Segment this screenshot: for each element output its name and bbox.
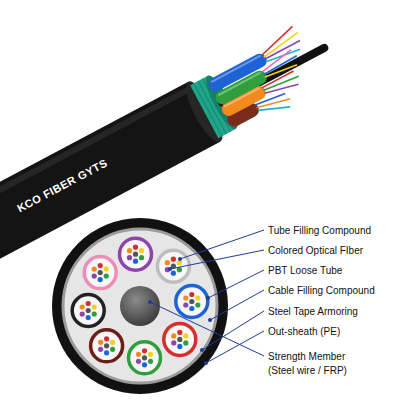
leader-dots <box>148 257 212 365</box>
cross-section <box>52 218 228 394</box>
loose-tube-section <box>91 330 123 362</box>
optical-fibers <box>231 25 327 121</box>
loose-tube-section <box>120 238 152 270</box>
callout-label: Strength Member (Steel wire / FRP) <box>268 350 363 378</box>
strength-member <box>120 286 160 326</box>
callout-label: Colored Optical FIber <box>268 244 363 258</box>
loose-tube-section <box>72 295 104 327</box>
callout-label: Tube Filling Compound <box>268 224 371 238</box>
loose-tube-section <box>164 323 196 355</box>
leader-lines <box>150 230 264 363</box>
out-sheath-ring <box>52 218 228 394</box>
callout-label: Steel Tape Armoring <box>268 305 358 319</box>
loose-tube-section <box>176 286 208 318</box>
callout-label: Cable Filling Compound <box>268 284 375 298</box>
callout-label: Out-sheath (PE) <box>268 325 340 339</box>
callout-label: PBT Loose Tube <box>268 264 342 278</box>
loose-tube-section <box>129 342 161 374</box>
steel-tape-ring <box>63 229 217 383</box>
loose-tube-section <box>84 257 116 289</box>
